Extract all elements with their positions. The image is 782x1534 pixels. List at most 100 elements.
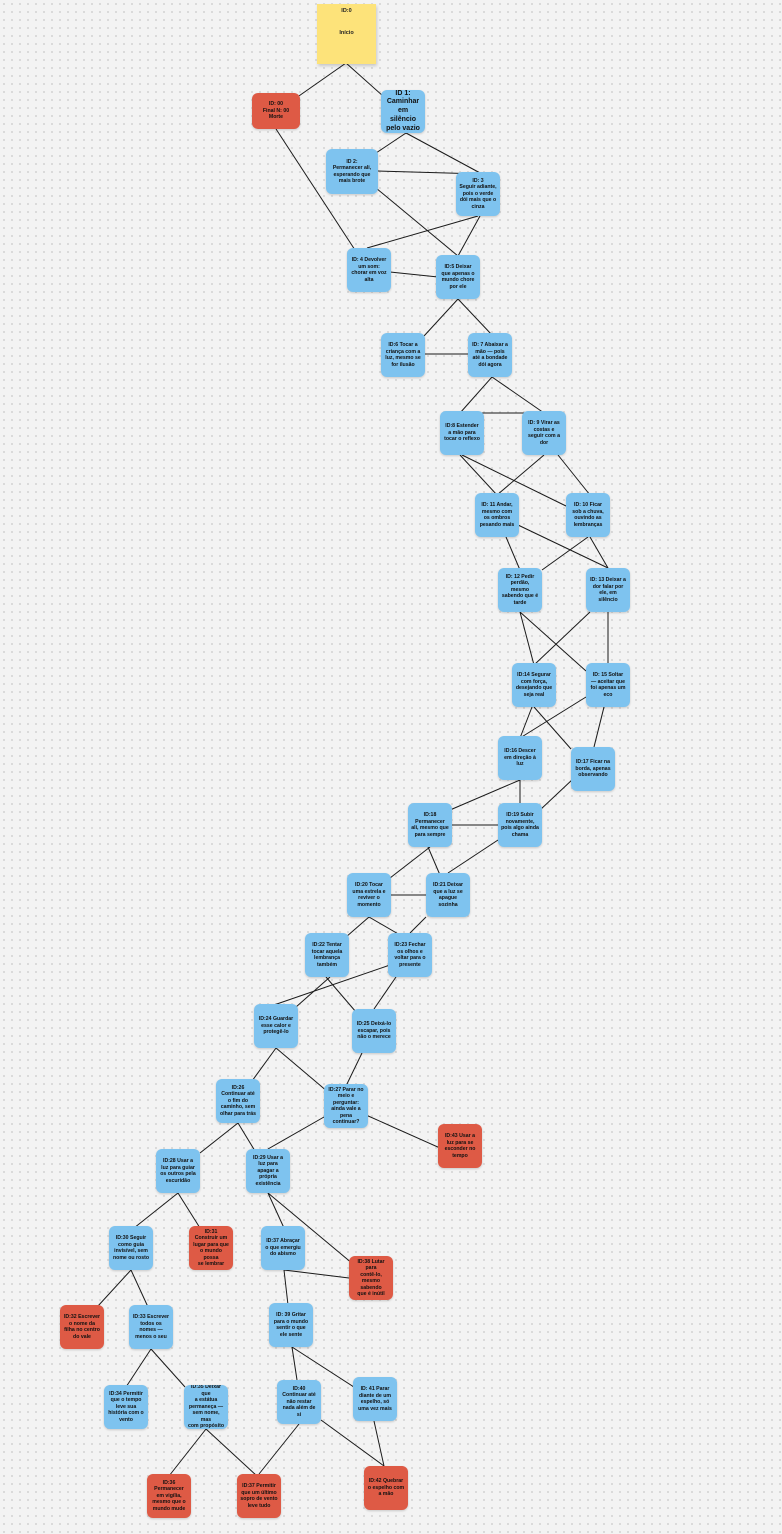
- connector-line: [150, 1348, 186, 1388]
- node-42[interactable]: ID:42 Quebrar o espelho com a mão: [364, 1466, 408, 1510]
- node-29[interactable]: ID:29 Usar a luz para apagar a própria e…: [246, 1149, 290, 1193]
- connector-line: [427, 846, 441, 876]
- connector-line: [205, 1428, 258, 1477]
- connector-line: [168, 1428, 207, 1477]
- connector-line: [375, 187, 459, 257]
- connector-line: [519, 611, 587, 672]
- node-3[interactable]: ID: 3 Seguir adiante, pois o verde dói m…: [456, 172, 500, 216]
- node-23[interactable]: ID:23 Fechar os olhos e voltar para o pr…: [388, 933, 432, 977]
- node-8[interactable]: ID:8 Estender a mão para tocar o reflexo: [440, 411, 484, 455]
- node-10[interactable]: ID: 10 Ficar sob a chuva, ouvindo as lem…: [566, 493, 610, 537]
- node-16[interactable]: ID:16 Descer em direção à luz: [498, 736, 542, 780]
- connector-line: [368, 916, 401, 936]
- connector-line: [593, 706, 605, 748]
- connector-line: [199, 1122, 239, 1154]
- node-4[interactable]: ID: 4 Devolver um som: chorar em voz alt…: [347, 248, 391, 292]
- connector-line: [267, 1116, 325, 1150]
- start-note-title: Início: [339, 30, 354, 36]
- node-21[interactable]: ID:21 Deixar que a luz se apague sozinha: [426, 873, 470, 917]
- node-1[interactable]: ID 1: Caminhar em silêncio pelo vazio: [381, 90, 425, 133]
- node-15[interactable]: ID: 15 Soltar — aceitar que foi apenas u…: [586, 663, 630, 707]
- node-11[interactable]: ID: 11 Andar, mesmo com os ombros pesand…: [475, 493, 519, 537]
- connector-line: [125, 1348, 152, 1388]
- connector-line: [251, 1047, 277, 1082]
- connector-line: [447, 839, 499, 874]
- connector-line: [270, 964, 391, 1007]
- node-7[interactable]: ID: 7 Abaixar a mão — pois até a bondade…: [468, 333, 512, 377]
- connector-line: [320, 1419, 385, 1467]
- connector-line: [423, 298, 459, 337]
- node-40[interactable]: ID:40 Continuar até não restar nada além…: [277, 1380, 321, 1424]
- node-14[interactable]: ID:14 Segurar com força, desejando que s…: [512, 663, 556, 707]
- connector-line: [325, 976, 357, 1013]
- node-19[interactable]: ID:19 Subir novamente, pois algo ainda c…: [498, 803, 542, 847]
- node-5[interactable]: ID:5 Deixar que apenas o mundo chore por…: [436, 255, 480, 299]
- connector-line: [389, 271, 439, 278]
- connector-line: [130, 1269, 149, 1308]
- node-37-permitir[interactable]: ID:37 Permitir que um último sopro de ve…: [237, 1474, 281, 1518]
- node-26[interactable]: ID:26 Continuar até o fim do caminho, se…: [216, 1079, 260, 1123]
- connector-line: [533, 706, 572, 750]
- connector-line: [365, 1114, 441, 1149]
- connector-line: [519, 696, 587, 739]
- node-31[interactable]: ID:31 Construir um lugar para que o mund…: [189, 1226, 233, 1270]
- node-39[interactable]: ID: 39 Gritar para o mundo sentir o que …: [269, 1303, 313, 1347]
- node-25[interactable]: ID:25 Deixá-lo escapar, pois não o merec…: [352, 1009, 396, 1053]
- connector-line: [496, 454, 545, 496]
- node-36[interactable]: ID:36 Permanecer em vigília, mesmo que o…: [147, 1474, 191, 1518]
- connector-line: [345, 916, 370, 938]
- node-24[interactable]: ID:24 Guardar esse calor e protegê-lo: [254, 1004, 298, 1048]
- node-12[interactable]: ID: 12 Pedir perdão, mesmo sabendo que é…: [498, 568, 542, 612]
- connector-line: [237, 1122, 256, 1152]
- connector-line: [366, 215, 479, 249]
- connector-line: [459, 454, 498, 496]
- node-00[interactable]: ID: 00 Final N: 00 Morte: [252, 93, 300, 129]
- connector-line: [405, 132, 483, 175]
- connector-line: [345, 62, 384, 97]
- connector-line: [459, 376, 493, 414]
- node-30[interactable]: ID:30 Seguir como guia invisível, sem no…: [109, 1226, 153, 1270]
- connector-line: [267, 1192, 285, 1229]
- connector-line: [457, 298, 493, 336]
- connector-line: [533, 611, 591, 666]
- connector-line: [449, 779, 521, 811]
- node-43[interactable]: ID:43 Usar a luz para se esconder no tem…: [438, 1124, 482, 1168]
- connector-line: [557, 454, 591, 496]
- node-32[interactable]: ID:32 Escrever o nome da filha no centro…: [60, 1305, 104, 1349]
- node-9[interactable]: ID: 9 Virar as costas e seguir com a dor: [522, 411, 566, 455]
- node-37-abracar[interactable]: ID:37 Abraçar o que emergiu do abismo: [261, 1226, 305, 1270]
- connector-line: [457, 215, 481, 257]
- connector-line: [541, 536, 589, 571]
- connector-line: [258, 1423, 300, 1475]
- connector-line: [267, 1192, 354, 1265]
- connector-line: [291, 1346, 298, 1381]
- connector-line: [373, 976, 397, 1010]
- node-6[interactable]: ID:6 Tocar a criança com a luz, mesmo se…: [381, 333, 425, 377]
- node-38[interactable]: ID:38 Lutar para contê-lo, mesmo sabendo…: [349, 1256, 393, 1300]
- connector-line: [295, 62, 347, 99]
- connector-line: [517, 524, 609, 569]
- start-note[interactable]: ID:0 Início: [317, 4, 376, 64]
- node-28[interactable]: ID:28 Usar a luz para guiar os outros pe…: [156, 1149, 200, 1193]
- node-34[interactable]: ID:34 Permitir que o tempo leve sua hist…: [104, 1385, 148, 1429]
- connector-line: [283, 1269, 289, 1306]
- node-33[interactable]: ID:33 Escrever todos os nomes — menos o …: [129, 1305, 173, 1349]
- connector-line: [389, 846, 431, 879]
- connector-line: [491, 376, 545, 414]
- node-22[interactable]: ID:22 Tentar tocar aquela lembrança tamb…: [305, 933, 349, 977]
- node-17[interactable]: ID:17 Ficar na borda, apenas observando: [571, 747, 615, 791]
- connector-line: [519, 706, 533, 739]
- node-18[interactable]: ID:18 Permanecer ali, mesmo que para sem…: [408, 803, 452, 847]
- node-2[interactable]: ID 2: Permanecer ali, esperando que mais…: [326, 149, 378, 194]
- connector-line: [375, 132, 407, 154]
- connector-line: [519, 611, 535, 666]
- connector-line: [505, 536, 521, 571]
- node-13[interactable]: ID: 13 Deixar a dor falar por ele, em si…: [586, 568, 630, 612]
- connector-line: [275, 1047, 329, 1093]
- connector-line: [177, 1192, 201, 1229]
- node-41[interactable]: ID: 41 Parar diante de um espelho, só um…: [353, 1377, 397, 1421]
- node-27[interactable]: ID:27 Parar no meio e perguntar: ainda v…: [324, 1084, 368, 1128]
- node-35[interactable]: ID:35 Deixar que a estátua permaneça — s…: [184, 1385, 228, 1429]
- node-20[interactable]: ID:20 Tocar uma estrela e reviver o mome…: [347, 873, 391, 917]
